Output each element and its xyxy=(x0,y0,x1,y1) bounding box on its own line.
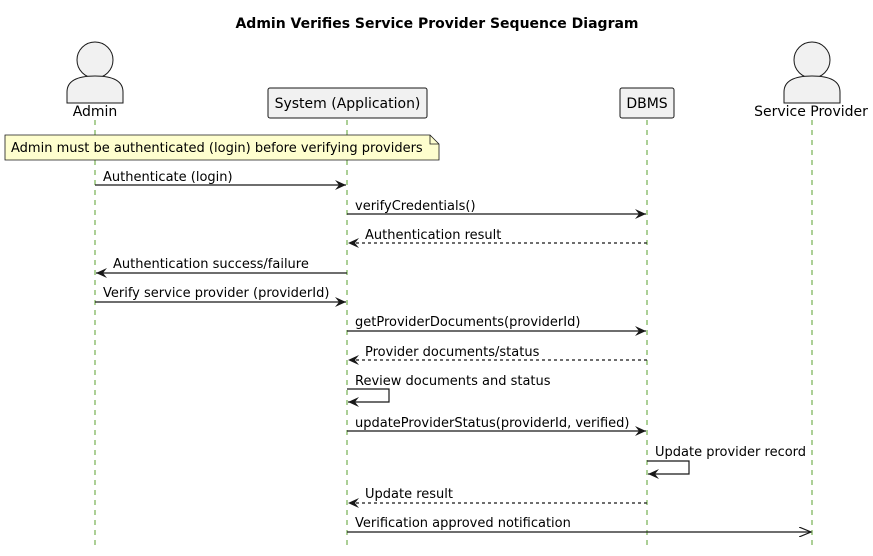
message-label: Verification approved notification xyxy=(355,516,571,531)
message-label: Review documents and status xyxy=(355,374,551,389)
participant-label-dbms: DBMS xyxy=(626,96,667,112)
message-11: Update result xyxy=(348,487,647,508)
participant-dbms: DBMS xyxy=(619,87,675,119)
message-arrow xyxy=(347,388,390,407)
note-box xyxy=(4,134,440,161)
message-1: Authenticate (login) xyxy=(95,170,346,190)
message-12: Verification approved notification xyxy=(347,516,811,532)
message-label: Update result xyxy=(365,487,453,502)
message-label: Verify service provider (providerId) xyxy=(103,286,329,301)
actor-admin-body xyxy=(66,75,124,104)
message-arrow xyxy=(647,460,690,479)
actor-service-provider-head xyxy=(793,41,831,79)
message-label: Update provider record xyxy=(655,445,806,460)
message-4: Authentication success/failure xyxy=(96,257,347,278)
message-label: Provider documents/status xyxy=(365,345,540,360)
note-text: Admin must be authenticated (login) befo… xyxy=(11,141,423,156)
note: Admin must be authenticated (login) befo… xyxy=(4,134,440,161)
participant-system: System (Application) xyxy=(267,87,428,119)
message-3: Authentication result xyxy=(348,228,647,248)
diagram-title: Admin Verifies Service Provider Sequence… xyxy=(235,16,638,32)
participant-label-service-provider: Service Provider xyxy=(754,104,868,120)
actor-service-provider: Service Provider xyxy=(754,41,868,120)
participant-box-dbms xyxy=(619,87,675,119)
note-fold xyxy=(429,135,439,145)
message-7: Provider documents/status xyxy=(348,345,647,365)
message-5: Verify service provider (providerId) xyxy=(95,286,346,307)
message-2: verifyCredentials() xyxy=(347,199,646,219)
message-label: Authentication result xyxy=(365,228,501,243)
message-label: updateProviderStatus(providerId, verifie… xyxy=(355,416,630,431)
participant-label-system: System (Application) xyxy=(275,96,421,112)
participant-label-admin: Admin xyxy=(73,104,118,120)
message-label: getProviderDocuments(providerId) xyxy=(355,315,580,330)
message-8-self: Review documents and status xyxy=(347,374,551,407)
actor-service-provider-body xyxy=(783,75,841,104)
actor-admin-head xyxy=(76,41,114,79)
message-label: Authenticate (login) xyxy=(103,170,233,185)
participant-box-system xyxy=(267,87,428,119)
actor-admin: Admin xyxy=(66,41,124,120)
message-label: verifyCredentials() xyxy=(355,199,476,214)
message-9: updateProviderStatus(providerId, verifie… xyxy=(347,416,646,436)
message-10-self: Update provider record xyxy=(647,445,806,479)
message-label: Authentication success/failure xyxy=(113,257,309,272)
message-6: getProviderDocuments(providerId) xyxy=(347,315,646,336)
